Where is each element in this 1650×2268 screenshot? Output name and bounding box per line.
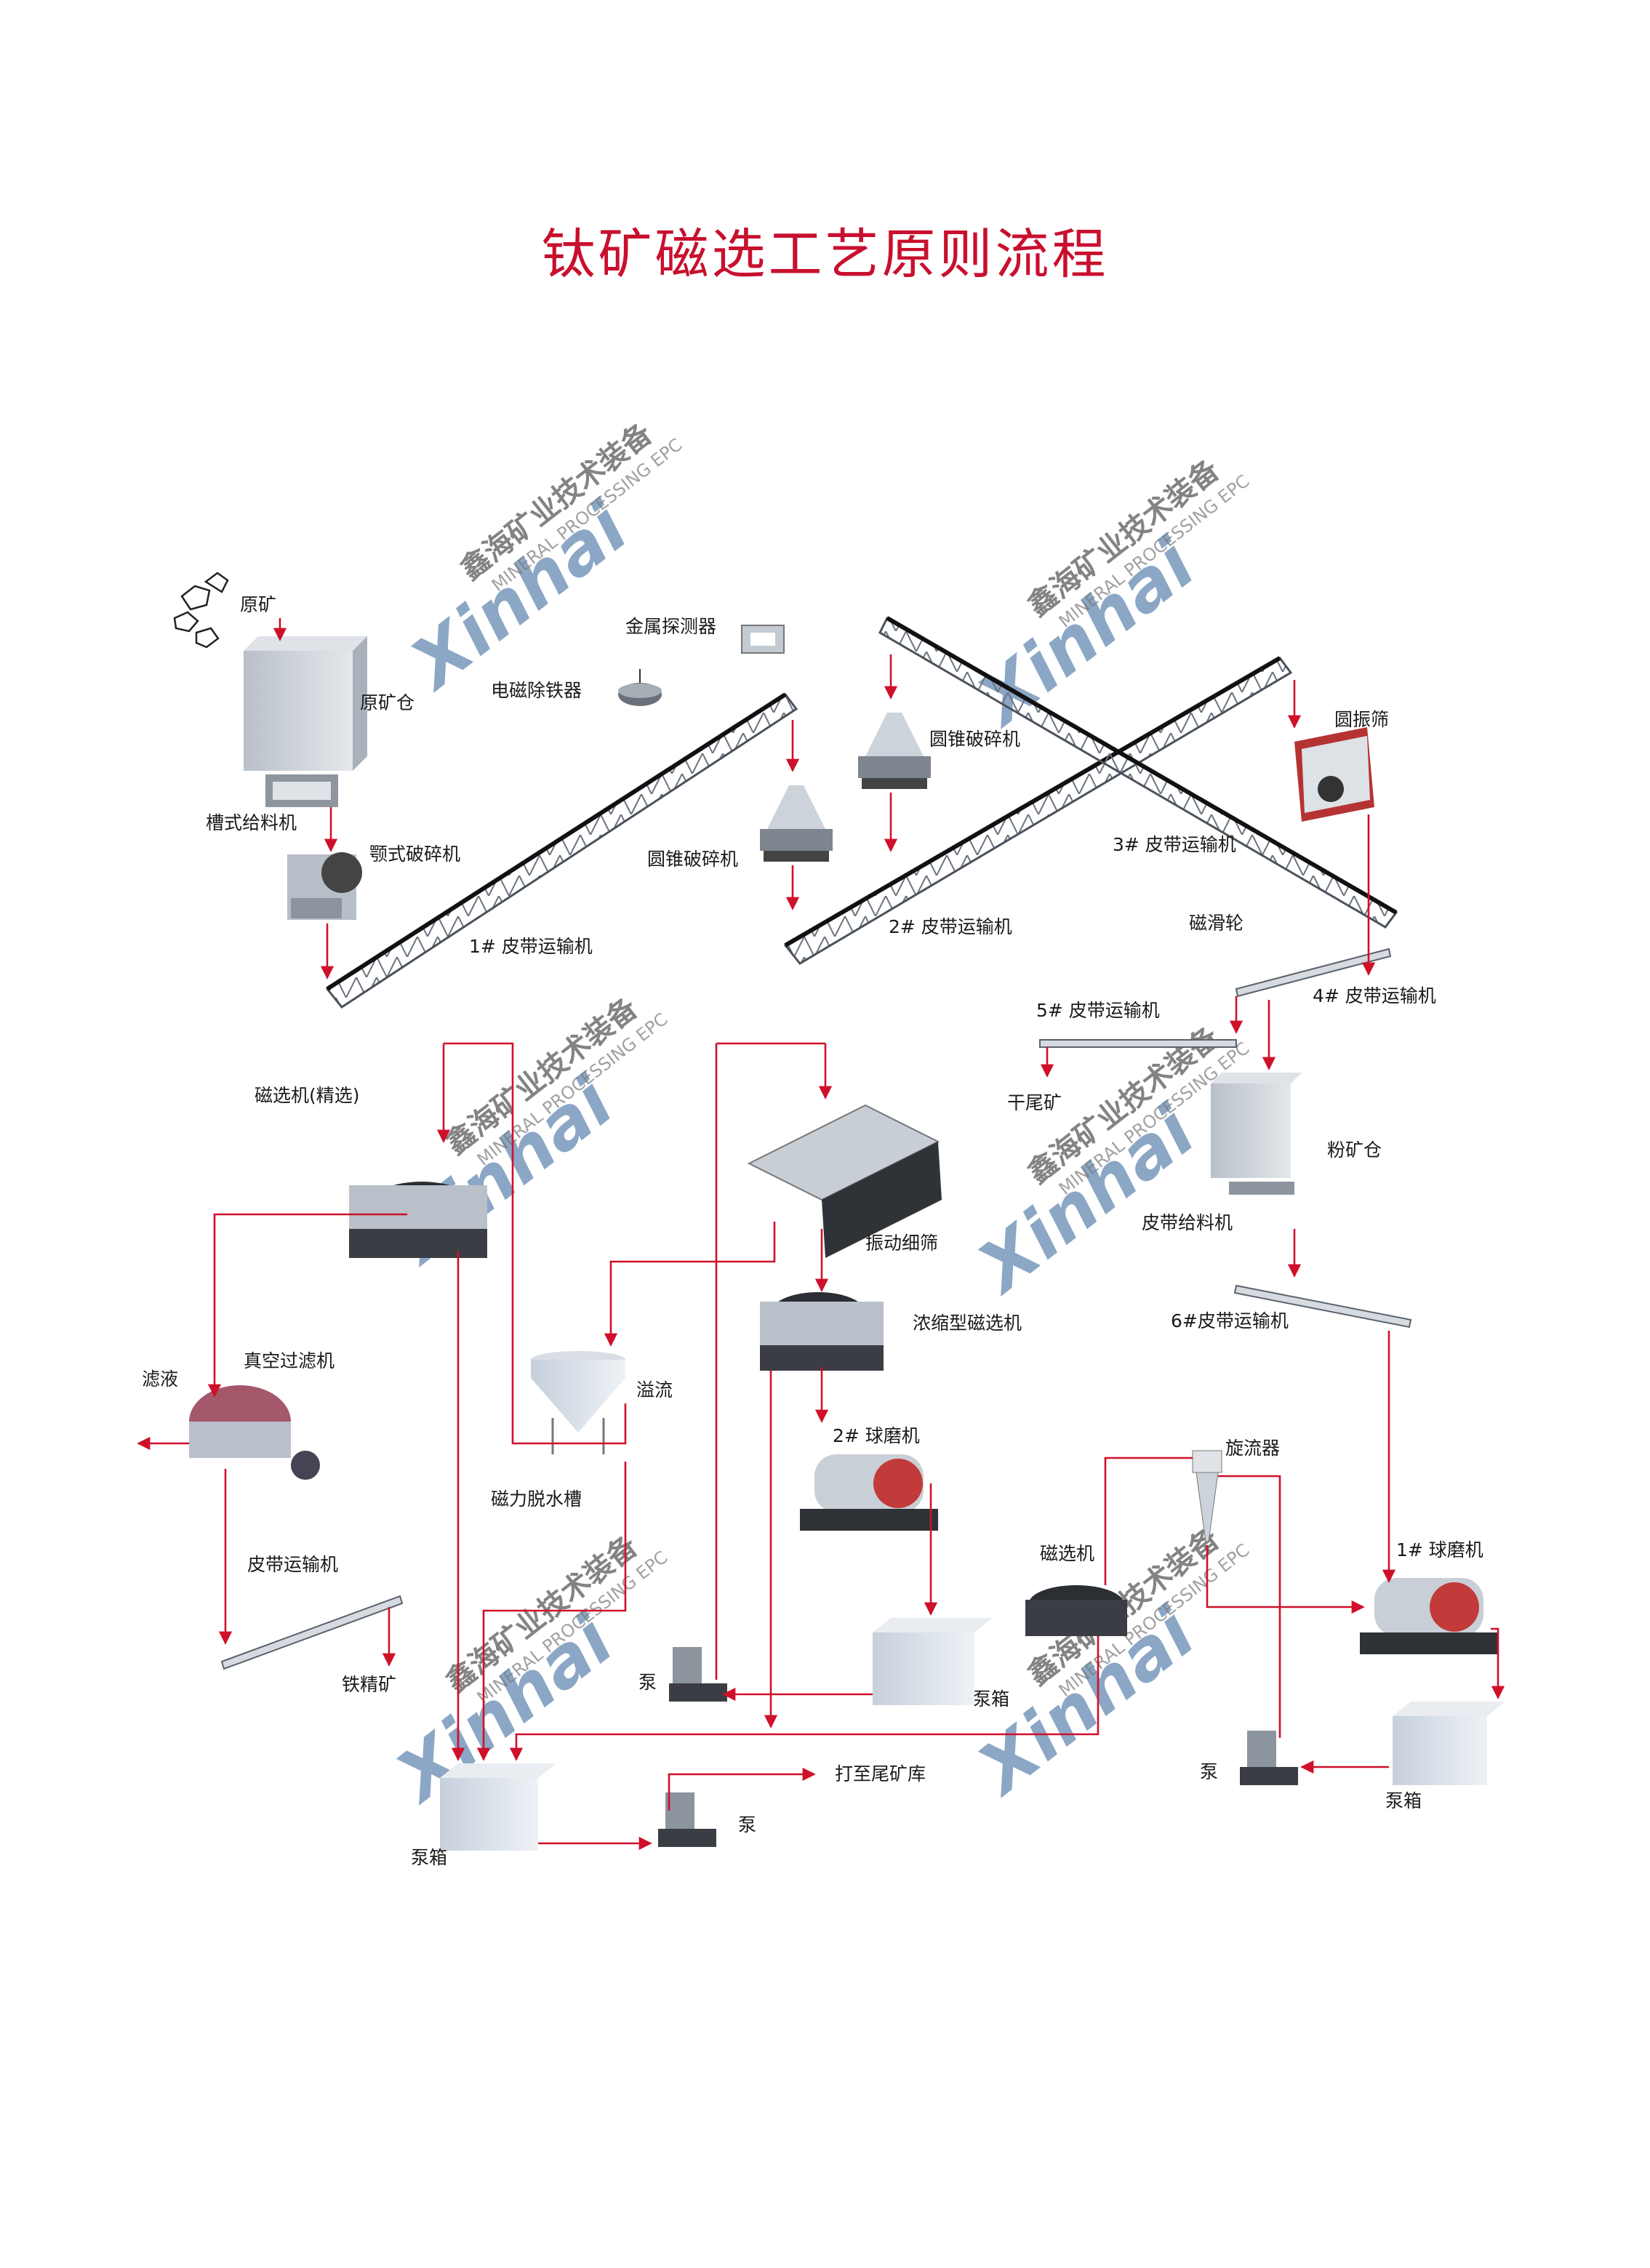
vacuum-filter (189, 1385, 320, 1480)
pump-a (669, 1647, 727, 1702)
pump-c (658, 1792, 716, 1847)
pump-box-b (1393, 1702, 1505, 1785)
label-vacuum-filter: 真空过滤机 (244, 1350, 335, 1371)
jaw-crusher (287, 852, 362, 920)
label-belt2: 2# 皮带运输机 (889, 916, 1012, 937)
pump-box-c (440, 1763, 556, 1851)
label-cyclone: 旋流器 (1225, 1438, 1280, 1459)
label-circular-screen: 圆振筛 (1334, 709, 1389, 730)
label-powder-bin: 粉矿仓 (1327, 1139, 1382, 1161)
powder-bin (1211, 1073, 1302, 1195)
label-dewatering-tank: 磁力脱水槽 (491, 1488, 582, 1510)
mag-sep-fine (349, 1182, 487, 1258)
trough-feeder (265, 774, 338, 807)
label-overflow: 溢流 (636, 1379, 673, 1401)
label-belt-feeder: 皮带给料机 (1142, 1212, 1233, 1233)
metal-detector (741, 625, 785, 654)
cone-crusher-b-icon (858, 713, 931, 789)
cone-crusher-a-icon (760, 785, 833, 862)
cyclone (1192, 1450, 1222, 1542)
label-magnetic-pulley: 磁滑轮 (1189, 913, 1243, 934)
raw-ore-bin (244, 636, 367, 771)
mag-sep (1025, 1585, 1127, 1636)
label-filtrate: 滤液 (142, 1369, 178, 1390)
label-belt5: 5# 皮带运输机 (1036, 1000, 1160, 1021)
label-pump-box-a: 泵箱 (973, 1688, 1009, 1710)
belt4-conveyor (1235, 947, 1392, 998)
label-pump-c: 泵 (738, 1814, 756, 1835)
page-title: 钛矿磁选工艺原则流程 (541, 223, 1109, 286)
ball-mill1 (1360, 1578, 1498, 1654)
label-cone-crusher-a: 圆锥破碎机 (647, 849, 738, 870)
pump-box-a (873, 1618, 993, 1705)
label-pump-b: 泵 (1200, 1761, 1218, 1782)
label-vibrating-screen: 振动细筛 (865, 1233, 938, 1254)
label-belt-conveyor: 皮带运输机 (247, 1554, 338, 1575)
label-trough-feeder: 槽式给料机 (206, 812, 297, 833)
label-mag-sep: 磁选机 (1040, 1543, 1094, 1564)
flow-arrows (137, 618, 1505, 1851)
dewatering-tank (531, 1351, 625, 1454)
label-dry-tailings: 干尾矿 (1007, 1092, 1062, 1113)
pump-b (1240, 1731, 1298, 1785)
label-pump-box-b: 泵箱 (1385, 1790, 1422, 1811)
label-metal-detector: 金属探测器 (625, 616, 716, 637)
label-jaw-crusher: 颚式破碎机 (369, 844, 460, 865)
label-belt6: 6#皮带运输机 (1171, 1310, 1289, 1331)
label-ball-mill1: 1# 球磨机 (1396, 1539, 1483, 1560)
belt-conveyor-small (220, 1595, 404, 1670)
label-raw-ore: 原矿 (240, 594, 276, 615)
label-pump-a: 泵 (638, 1672, 657, 1693)
label-iron-conc: 铁精矿 (342, 1674, 396, 1695)
watermark-1: Xinhai 鑫海矿业技术装备 MINERAL PROCESSING EPC (393, 417, 686, 706)
label-mag-sep-fine: 磁选机(精选) (255, 1085, 360, 1106)
label-belt3: 3# 皮带运输机 (1113, 834, 1236, 855)
belt6-conveyor (1233, 1284, 1412, 1329)
raw-ore-icon (173, 572, 229, 649)
belt5-conveyor (1039, 1039, 1237, 1048)
label-cone-crusher-b: 圆锥破碎机 (929, 729, 1020, 750)
ball-mill2 (800, 1454, 938, 1531)
label-ball-mill2: 2# 球磨机 (833, 1425, 920, 1446)
iron-remover (618, 669, 662, 706)
belt1-conveyor (325, 692, 798, 1009)
conc-mag-sep (760, 1292, 884, 1371)
label-belt4: 4# 皮带运输机 (1313, 985, 1436, 1006)
label-to-tailings: 打至尾矿库 (835, 1763, 926, 1784)
belt3-conveyor (878, 616, 1398, 929)
label-pump-box-c: 泵箱 (411, 1847, 447, 1868)
label-belt1: 1# 皮带运输机 (469, 936, 593, 957)
label-conc-mag-sep: 浓缩型磁选机 (913, 1313, 1022, 1334)
label-raw-ore-bin: 原矿仓 (360, 692, 414, 713)
watermark-6: Xinhai 鑫海矿业技术装备 MINERAL PROCESSING EPC (961, 1522, 1253, 1811)
label-iron-remover: 电磁除铁器 (491, 680, 582, 701)
vibrating-screen (747, 1104, 942, 1258)
circular-screen (1294, 727, 1374, 822)
